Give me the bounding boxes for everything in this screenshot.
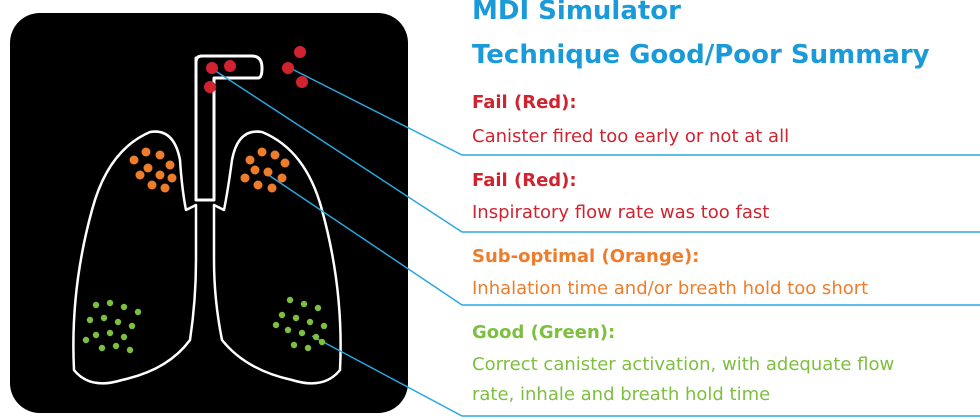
orange-particle-right bbox=[253, 180, 263, 190]
green-particle-left bbox=[100, 314, 108, 322]
red-particle-canister bbox=[204, 81, 216, 93]
left-lung-outline bbox=[72, 130, 198, 385]
orange-particle-left bbox=[147, 180, 157, 190]
green-particle-left bbox=[128, 322, 136, 330]
green-particle-left bbox=[86, 316, 94, 324]
green-particle-left bbox=[120, 333, 128, 341]
orange-particle-left bbox=[141, 147, 151, 157]
green-particle-right bbox=[272, 321, 280, 329]
green-particle-left bbox=[120, 303, 128, 311]
green-particle-right bbox=[312, 333, 320, 341]
legend-label-fail-flow: Fail (Red): bbox=[472, 170, 577, 191]
green-particle-right bbox=[290, 341, 298, 349]
green-particle-right bbox=[314, 304, 322, 312]
legend-label-sub-optimal: Sub-optimal (Orange): bbox=[472, 246, 700, 267]
green-particle-right bbox=[300, 300, 308, 308]
legend-label-good: Good (Green): bbox=[472, 322, 616, 343]
leader-line-good bbox=[311, 335, 980, 417]
leader-line-fail-timing bbox=[289, 67, 980, 156]
legend-label-fail-timing: Fail (Red): bbox=[472, 92, 577, 113]
legend-desc-good-line-1: Correct canister activation, with adequa… bbox=[472, 354, 895, 375]
title-line-2: Technique Good/Poor Summary bbox=[472, 40, 930, 70]
green-particle-right bbox=[286, 296, 294, 304]
green-particle-left bbox=[106, 299, 114, 307]
particle-dots bbox=[82, 46, 328, 354]
orange-particle-right bbox=[263, 167, 273, 177]
orange-particle-left bbox=[155, 150, 165, 160]
legend-desc-fail-flow: Inspiratory flow rate was too fast bbox=[472, 202, 770, 223]
green-particle-left bbox=[92, 331, 100, 339]
orange-particle-right bbox=[245, 155, 255, 165]
orange-particle-right bbox=[270, 150, 280, 160]
orange-particle-left bbox=[155, 170, 165, 180]
green-particle-left bbox=[112, 342, 120, 350]
green-particle-right bbox=[278, 311, 286, 319]
legend-desc-sub-optimal: Inhalation time and/or breath hold too s… bbox=[472, 278, 869, 299]
green-particle-left bbox=[92, 301, 100, 309]
legend-desc-good-line-2: rate, inhale and breath hold time bbox=[472, 384, 771, 405]
orange-particle-left bbox=[135, 170, 145, 180]
leader-line-fail-flow bbox=[213, 69, 980, 233]
green-particle-right bbox=[292, 314, 300, 322]
green-particle-right bbox=[298, 329, 306, 337]
red-particle-outside bbox=[296, 76, 308, 88]
orange-particle-right bbox=[280, 158, 290, 168]
orange-particle-left bbox=[165, 160, 175, 170]
green-particle-left bbox=[134, 308, 142, 316]
orange-particle-right bbox=[240, 173, 250, 183]
leader-line-sub-optimal bbox=[263, 171, 980, 306]
orange-particle-right bbox=[277, 173, 287, 183]
green-particle-left bbox=[98, 344, 106, 352]
right-lung-outline bbox=[212, 130, 342, 385]
orange-particle-left bbox=[143, 163, 153, 173]
green-particle-right bbox=[306, 318, 314, 326]
leader-lines bbox=[213, 67, 980, 417]
orange-particle-right bbox=[257, 147, 267, 157]
orange-particle-left bbox=[129, 155, 139, 165]
orange-particle-left bbox=[167, 173, 177, 183]
green-particle-right bbox=[284, 326, 292, 334]
red-particle-canister bbox=[224, 60, 236, 72]
green-particle-right bbox=[320, 322, 328, 330]
green-particle-left bbox=[126, 346, 134, 354]
red-particle-outside bbox=[282, 62, 294, 74]
trachea-outline bbox=[194, 54, 264, 202]
orange-particle-right bbox=[250, 165, 260, 175]
orange-particle-left bbox=[160, 183, 170, 193]
green-particle-left bbox=[114, 318, 122, 326]
green-particle-right bbox=[304, 344, 312, 352]
green-particle-right bbox=[318, 338, 326, 346]
green-particle-left bbox=[82, 336, 90, 344]
red-particle-canister bbox=[206, 62, 218, 74]
orange-particle-right bbox=[267, 183, 277, 193]
red-particle-outside bbox=[294, 46, 306, 58]
title-line-1: MDI Simulator bbox=[472, 0, 681, 26]
legend-desc-fail-timing: Canister fired too early or not at all bbox=[472, 126, 790, 147]
green-particle-left bbox=[106, 329, 114, 337]
